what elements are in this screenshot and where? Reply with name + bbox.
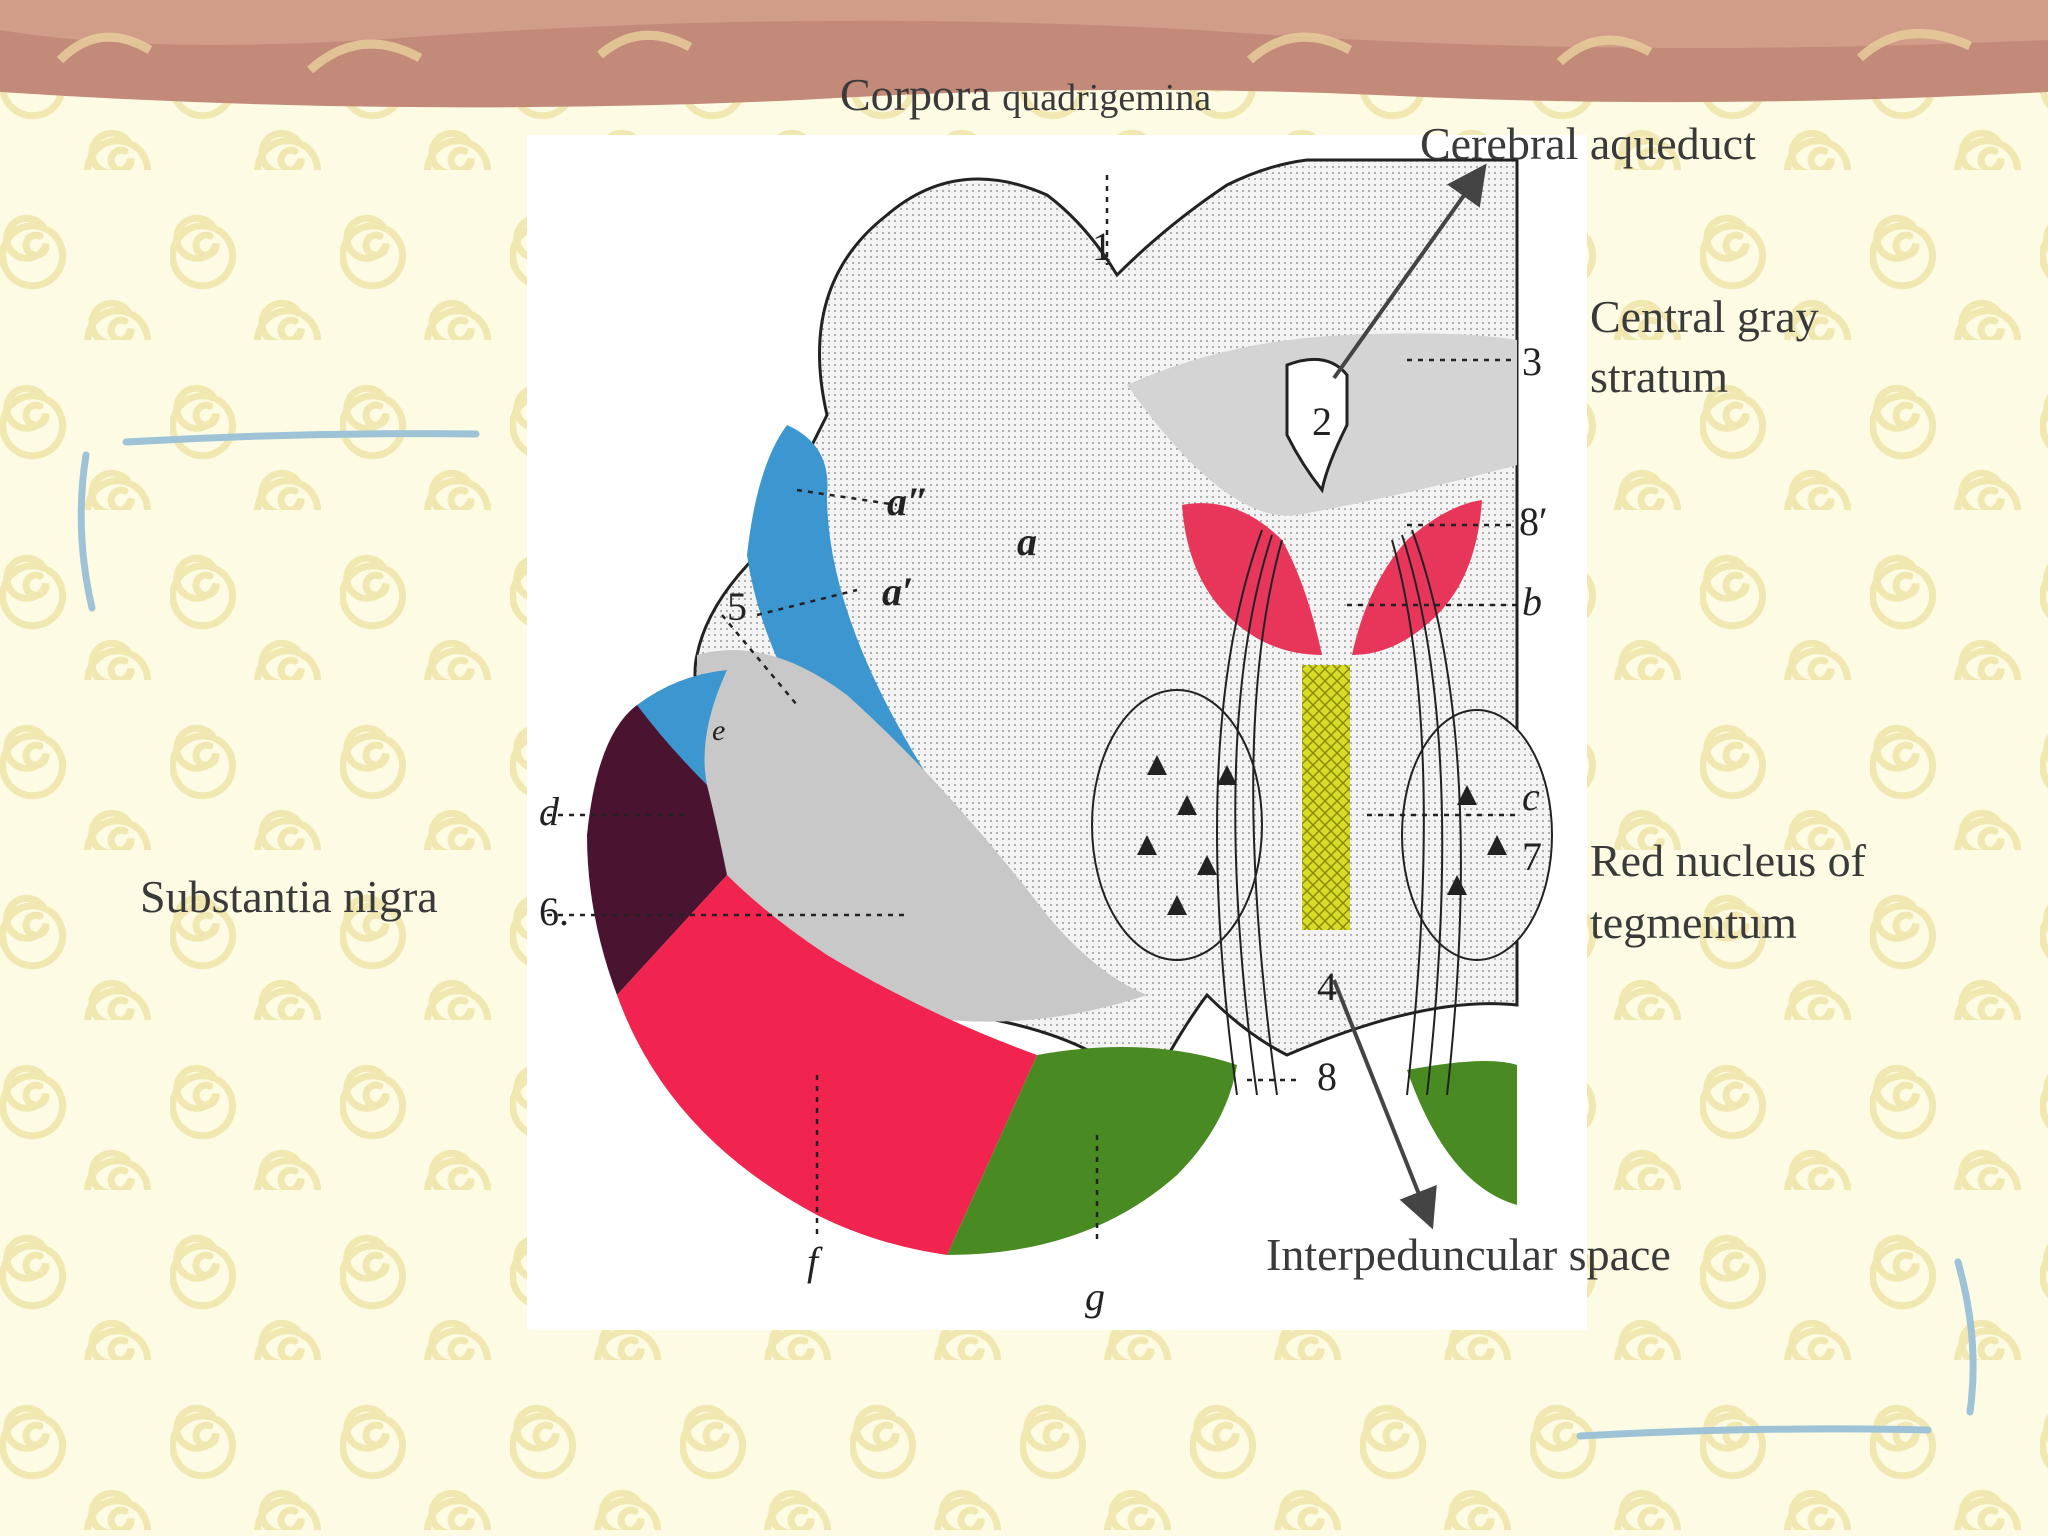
label-substantia-nigra: Substantia nigra — [140, 871, 438, 922]
region-f-red — [617, 875, 1037, 1255]
slide-title: Corpora quadrigemina — [840, 64, 1211, 129]
marker-b: b — [1522, 579, 1542, 624]
substantia-nigra-gray — [697, 650, 1147, 1022]
marker-2: 2 — [1312, 399, 1332, 444]
marker-7: 7 — [1522, 834, 1542, 879]
marker-8-prime: 8′ — [1519, 499, 1548, 544]
region-g-green — [947, 1047, 1237, 1255]
pink-bundle-left — [1182, 503, 1322, 655]
region-green-right — [1407, 1061, 1517, 1205]
label-red-nucleus-line2: tegmentum — [1590, 897, 1797, 948]
marker-5: 5 — [727, 584, 747, 629]
decorative-bracket-top-left — [77, 430, 480, 612]
marker-6: 6. — [539, 889, 569, 934]
marker-d: d — [539, 789, 560, 834]
red-nucleus-right — [1401, 709, 1553, 961]
label-red-nucleus-line1: Red nucleus of — [1590, 835, 1866, 886]
marker-a-upper: a″ — [887, 479, 929, 524]
marker-1: 1 — [1092, 224, 1112, 269]
pink-bundle-right — [1352, 500, 1482, 655]
title-word-quadrigemina: quadrigemina — [1002, 77, 1212, 119]
decorative-bracket-bottom-right — [1576, 1258, 1977, 1440]
marker-a-lower: a′ — [882, 569, 913, 614]
region-d-purple — [587, 705, 727, 995]
red-nucleus-left — [1091, 689, 1263, 961]
marker-3: 3 — [1522, 339, 1542, 384]
interpeduncular-strip — [1302, 665, 1350, 930]
label-cerebral-aqueduct: Cerebral aqueduct — [1420, 118, 1756, 169]
marker-e: e — [712, 714, 725, 747]
marker-8: 8 — [1317, 1054, 1337, 1099]
marker-4: 4 — [1317, 964, 1337, 1009]
label-interpeduncular-space: Interpeduncular space — [1266, 1229, 1671, 1280]
label-central-gray-line1: Central gray — [1590, 291, 1819, 342]
cerebral-aqueduct-shape — [1285, 357, 1349, 494]
midbrain-cross-section-figure: 1 2 3 8′ b c 7 4 8 5 d 6. e f g a″ a a′ — [527, 135, 1587, 1330]
title-word-corpora: Corpora — [840, 69, 991, 120]
blue-band — [747, 425, 1077, 995]
label-central-gray-line2: stratum — [1590, 351, 1728, 402]
marker-a: a — [1017, 519, 1037, 564]
marker-g: g — [1085, 1274, 1105, 1319]
marker-c: c — [1522, 774, 1540, 819]
region-e-blue — [637, 670, 727, 785]
